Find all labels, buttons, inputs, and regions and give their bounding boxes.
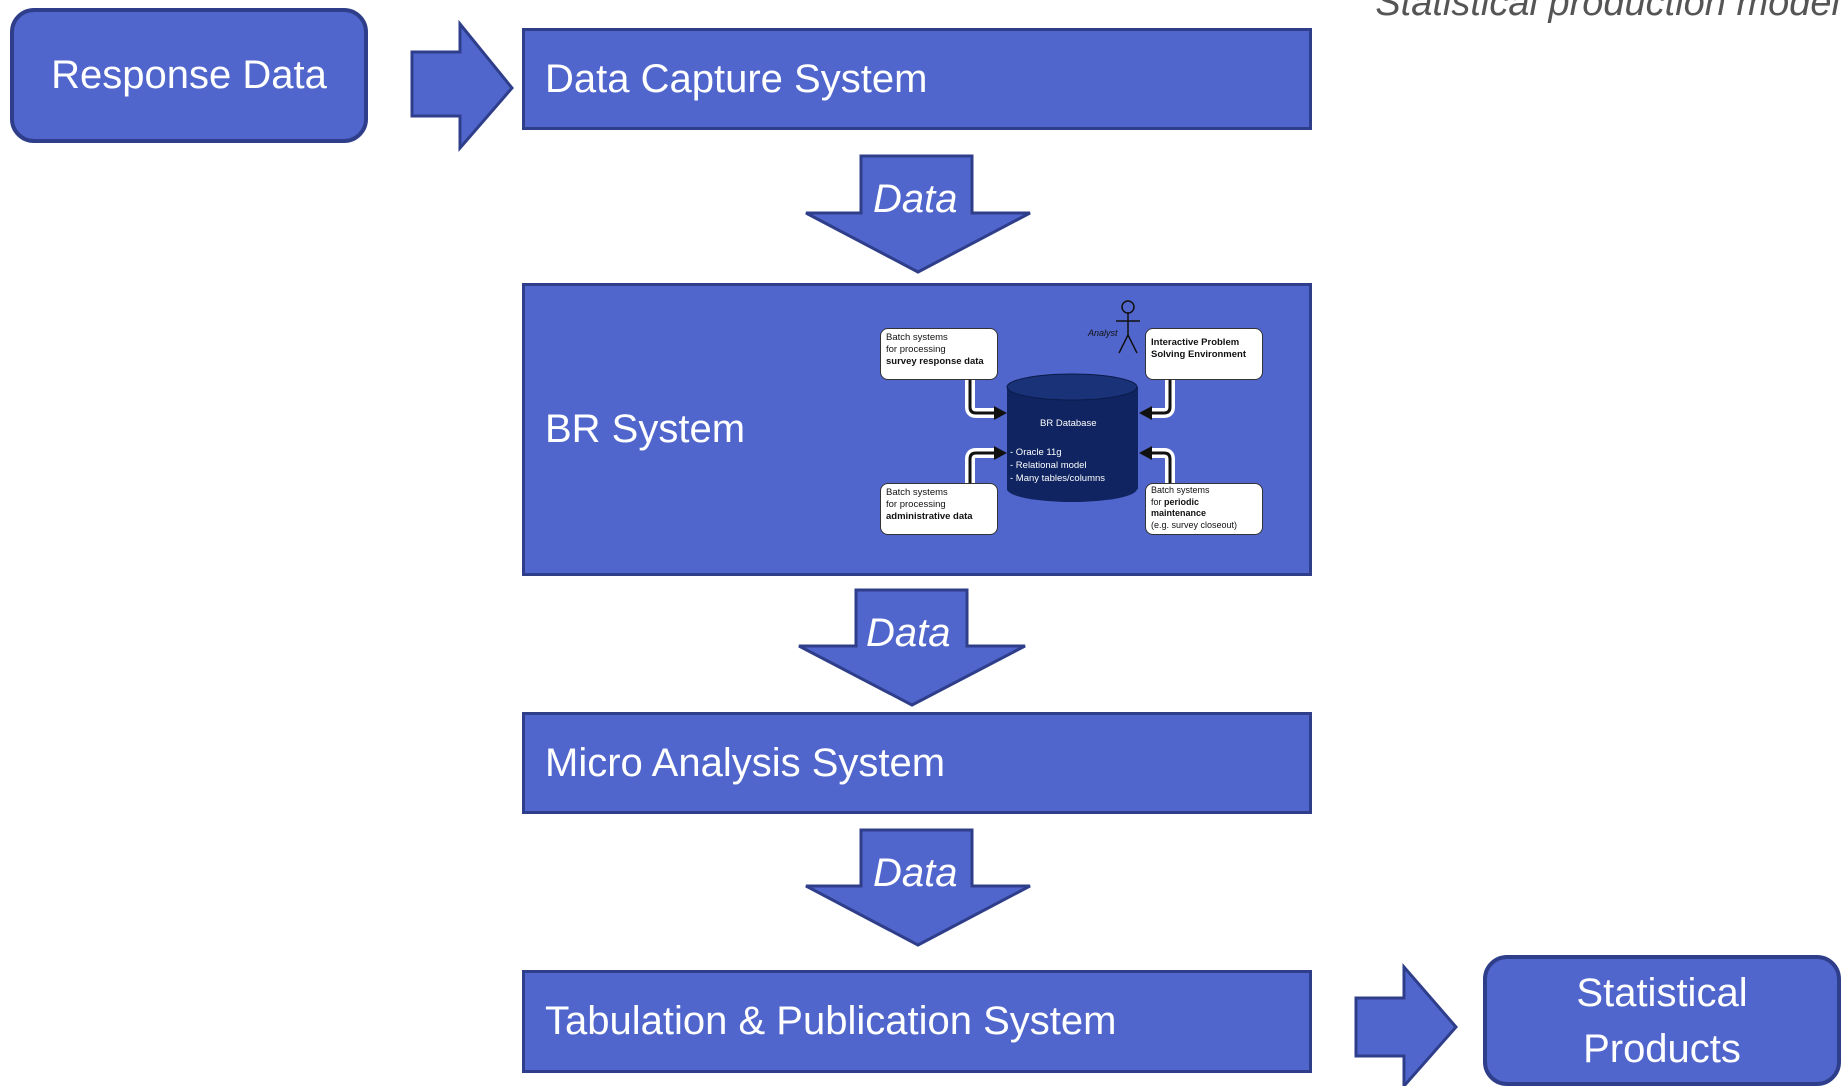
analyst-label: Analyst	[1087, 328, 1118, 338]
connector-arrowheads	[994, 406, 1152, 460]
db-item-1: - Oracle 11g	[1010, 447, 1062, 458]
br-database-diagram: Analyst BR Database - Oracle 11g - Relat…	[870, 295, 1270, 555]
br-system-label: BR System	[545, 407, 746, 451]
arrow-down-2-label: Data	[866, 611, 951, 655]
box-interactive-problem: Interactive Problem Solving Environment	[1145, 328, 1263, 380]
arrow-down-3-label: Data	[873, 851, 958, 895]
box-administrative: Batch systems for processing administrat…	[880, 483, 998, 535]
response-data-label: Response Data	[51, 53, 327, 97]
connector-arrows	[965, 375, 1175, 488]
diagram-title: Statistical production model	[1375, 0, 1840, 24]
statistical-products-label: Statistical Products	[1576, 970, 1748, 1071]
box-survey-response: Batch systems for processing survey resp…	[880, 328, 998, 380]
box-periodic-maintenance: Batch systems for periodic maintenance (…	[1145, 483, 1263, 535]
db-title: BR Database	[1040, 418, 1097, 429]
data-capture-system-label: Data Capture System	[545, 56, 928, 101]
database-cylinder-icon	[1006, 373, 1138, 502]
tabulation-publication-system-node: Tabulation & Publication System	[522, 970, 1312, 1073]
arrow-down-1-label: Data	[873, 177, 958, 221]
db-item-2: - Relational model	[1010, 460, 1087, 471]
data-capture-system-node: Data Capture System	[522, 28, 1312, 130]
response-data-node: Response Data	[10, 8, 368, 143]
micro-analysis-system-label: Micro Analysis System	[545, 740, 946, 785]
tabulation-publication-system-label: Tabulation & Publication System	[545, 999, 1117, 1043]
micro-analysis-system-node: Micro Analysis System	[522, 712, 1312, 814]
statistical-products-node: Statistical Products	[1483, 955, 1841, 1086]
db-item-3: - Many tables/columns	[1010, 473, 1105, 484]
br-diagram-graphics: Analyst BR Database - Oracle 11g - Relat…	[965, 300, 1175, 502]
analyst-icon	[1116, 300, 1140, 354]
